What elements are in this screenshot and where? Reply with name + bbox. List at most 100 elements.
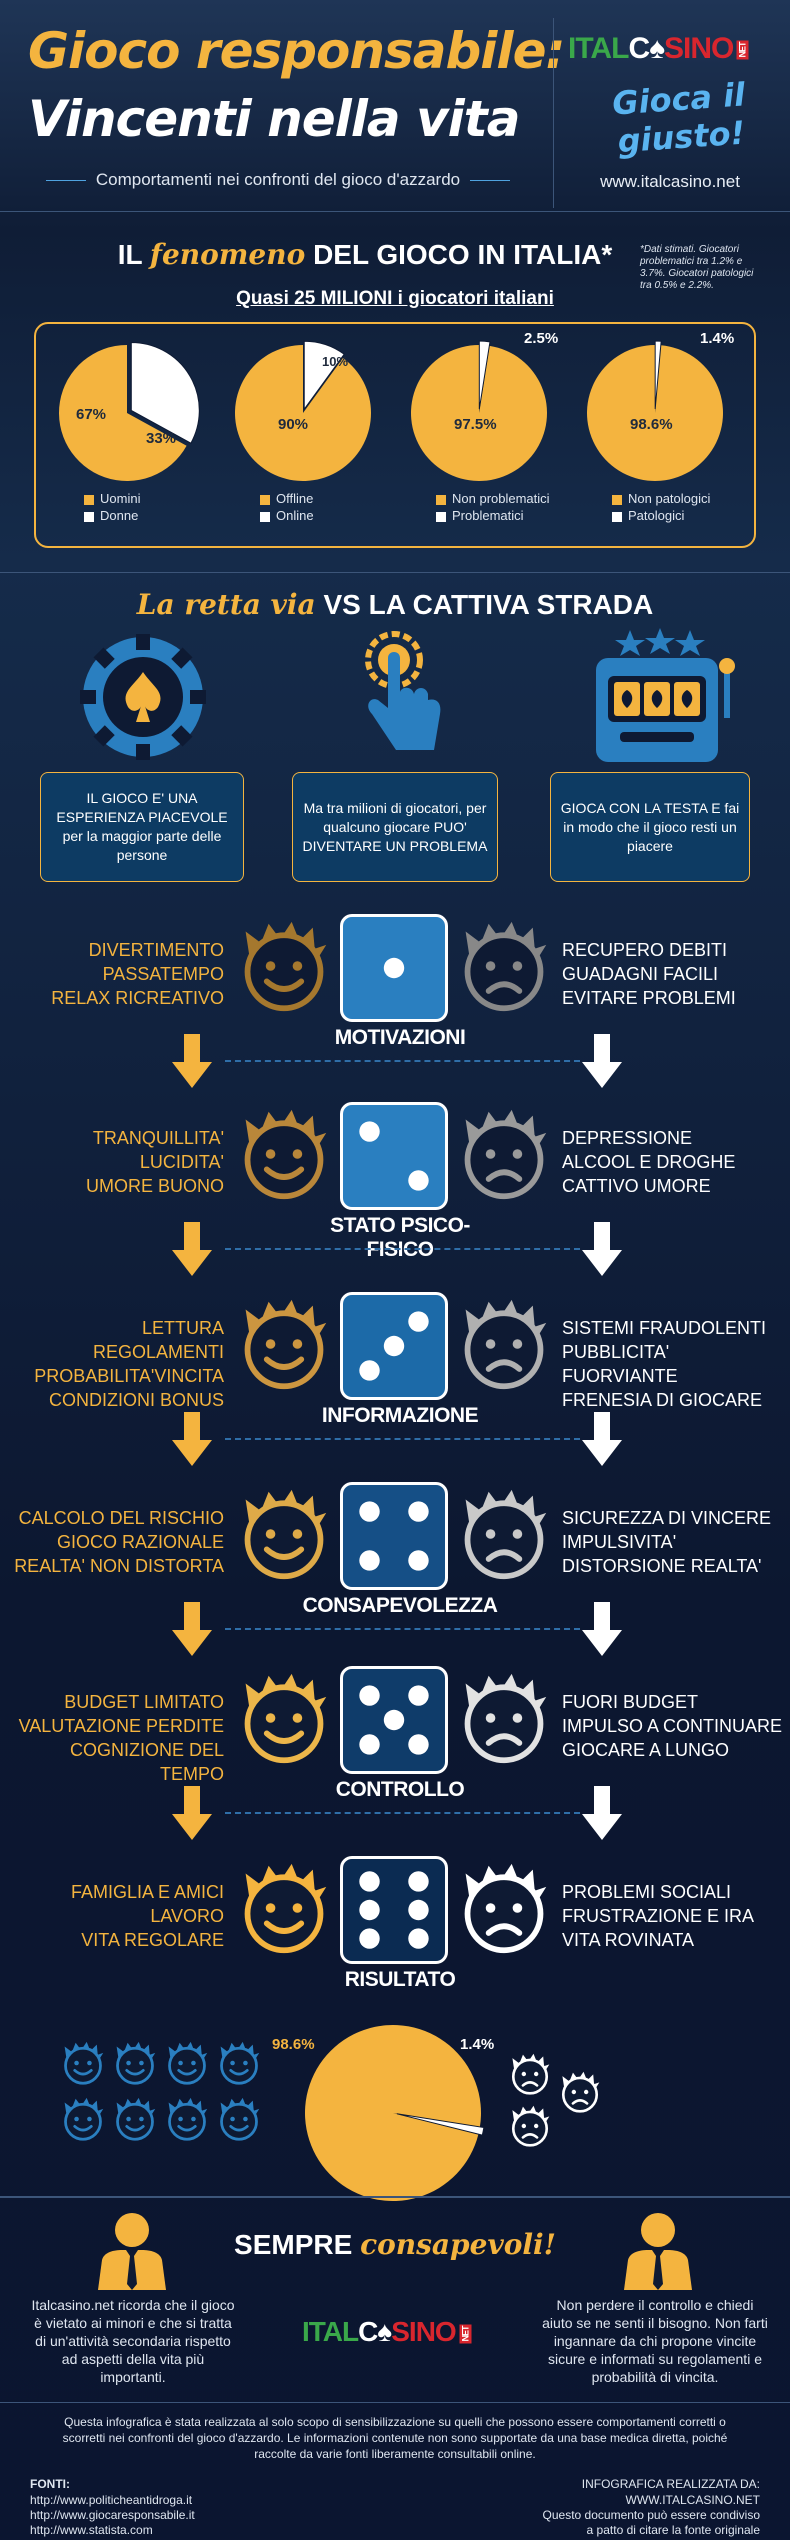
spade-icon: ♠	[649, 32, 665, 65]
legend-item: Problematici	[436, 507, 606, 524]
row-right-item: SICUREZZA DI VINCERE	[562, 1508, 772, 1528]
pie-slice-other	[478, 340, 491, 410]
happy-face-icon	[216, 2096, 262, 2147]
pie-other-label: 10%	[322, 354, 349, 369]
row-left-item: TRANQUILLITA'	[92, 1128, 224, 1148]
businesswoman-icon	[624, 2213, 692, 2290]
dice-icon	[340, 1856, 448, 1964]
businessman-icon	[98, 2213, 166, 2290]
pie-chart	[582, 340, 732, 490]
legend-item: Donne	[84, 507, 254, 524]
summary-main-label: 98.6%	[272, 2036, 315, 2053]
row-right-item: PUBBLICITA' FUORVIANTE	[562, 1342, 678, 1386]
row-label: MOTIVAZIONI	[334, 1026, 466, 1049]
happy-face-icon	[60, 2096, 106, 2147]
site-url[interactable]: www.italcasino.net	[600, 172, 740, 191]
dashed-connector	[225, 1812, 580, 1814]
row-label: RISULTATO	[344, 1968, 456, 1991]
row-left-text: TRANQUILLITA'LUCIDITA'UMORE BUONO	[8, 1126, 224, 1198]
happy-face-icon	[112, 2096, 158, 2147]
disclaimer: Questa infografica è stata realizzata al…	[62, 2415, 728, 2461]
legend-label: Uomini	[100, 491, 141, 506]
legend-swatch	[612, 494, 622, 505]
row-left-item: CONDIZIONI BONUS	[48, 1390, 224, 1410]
row-right-item: RECUPERO DEBITI	[562, 940, 728, 960]
info-card-problema: Ma tra milioni di giocatori, per qualcun…	[292, 772, 498, 882]
dice-icon	[340, 914, 448, 1022]
happy-face-icon	[236, 1106, 332, 1207]
row-right-item: GUADAGNI FACILI	[562, 964, 719, 984]
fonte-link[interactable]: http://www.giocaresponsabile.it	[30, 2508, 195, 2522]
legend-label: Patologici	[628, 508, 685, 523]
row-right-item: IMPULSIVITA'	[562, 1532, 677, 1552]
row-right-item: VITA ROVINATA	[562, 1930, 695, 1950]
legend-label: Non problematici	[452, 491, 550, 506]
row-right-item: CATTIVO UMORE	[562, 1176, 711, 1196]
credit-line: Questo documento può essere condiviso	[542, 2508, 760, 2522]
legend-swatch	[260, 494, 270, 505]
pie-other-label: 1.4%	[700, 330, 735, 347]
spade-icon: ♠	[377, 2316, 392, 2347]
row-right-item: DISTORSIONE REALTA'	[562, 1556, 762, 1576]
pie-slice-other	[396, 2113, 485, 2136]
pie-chart	[406, 340, 556, 490]
dashed-connector	[225, 1628, 580, 1630]
row-left-item: UMORE BUONO	[85, 1176, 224, 1196]
row-right-item: PROBLEMI SOCIALI	[562, 1882, 732, 1902]
row-left-item: PROBABILITA'VINCITA	[34, 1366, 224, 1386]
credit-site[interactable]: WWW.ITALCASINO.NET	[625, 2493, 760, 2507]
happy-face-icon	[236, 1670, 332, 1771]
happy-face-icon	[236, 1486, 332, 1587]
row-left-item: REALTA' NON DISTORTA	[14, 1556, 224, 1576]
row-label: CONSAPEVOLEZZA	[302, 1594, 498, 1617]
header-divider	[553, 18, 554, 208]
fenomeno-note: *Dati stimati. Giocatori problematici tr…	[640, 244, 754, 291]
row-right-text: SICUREZZA DI VINCERE IMPULSIVITA' DISTORSI…	[562, 1506, 788, 1578]
row-right-item: DEPRESSIONE	[562, 1128, 693, 1148]
sad-face-icon	[508, 2052, 552, 2101]
row-left-item: LAVORO	[150, 1906, 224, 1926]
pie-slice-main	[235, 345, 371, 481]
pie-slice-other	[130, 341, 200, 444]
down-arrow-icon	[582, 1786, 622, 1845]
legend-item: Non problematici	[436, 490, 606, 507]
dice-icon	[340, 1292, 448, 1400]
down-arrow-icon	[172, 1034, 212, 1093]
dashed-connector	[225, 1438, 580, 1440]
sad-face-icon	[456, 918, 552, 1019]
pie-chart	[54, 340, 204, 490]
row-right-item: GIOCARE A LUNGO	[562, 1740, 730, 1760]
sad-face-icon	[558, 2070, 602, 2119]
row-right-item: FRENESIA DI GIOCARE	[562, 1390, 763, 1410]
fonte-link[interactable]: http://www.politicheantidroga.it	[30, 2493, 193, 2507]
footer-title: SEMPRE consapevoli!	[234, 2228, 556, 2261]
legend-swatch	[84, 494, 94, 505]
dashed-connector	[225, 1060, 580, 1062]
legend-label: Non patologici	[628, 491, 711, 506]
title-line-2: Vincenti nella vita	[28, 90, 520, 148]
fonte-link[interactable]: http://www.statista.com	[30, 2523, 153, 2537]
down-arrow-icon	[172, 1222, 212, 1281]
sad-face-icon	[456, 1106, 552, 1207]
legend-swatch	[84, 511, 94, 522]
down-arrow-icon	[582, 1602, 622, 1661]
pie-main-label: 98.6%	[630, 416, 673, 433]
pie-other-label: 2.5%	[524, 330, 559, 347]
happy-face-icon	[236, 1296, 332, 1397]
pie-slice-main	[59, 345, 187, 481]
row-left-item: RELAX RICREATIVO	[51, 988, 224, 1008]
pie-other-label: 33%	[146, 430, 177, 447]
sad-face-icon	[456, 1860, 552, 1961]
fenomeno-subtitle: Quasi 25 MILIONI i giocatori italiani	[236, 288, 554, 309]
pie-main-label: 90%	[278, 416, 309, 433]
summary-pie-chart	[300, 2020, 486, 2211]
row-left-item: FAMIGLIA E AMICI	[70, 1882, 224, 1902]
casino-chip-icon	[80, 634, 206, 760]
